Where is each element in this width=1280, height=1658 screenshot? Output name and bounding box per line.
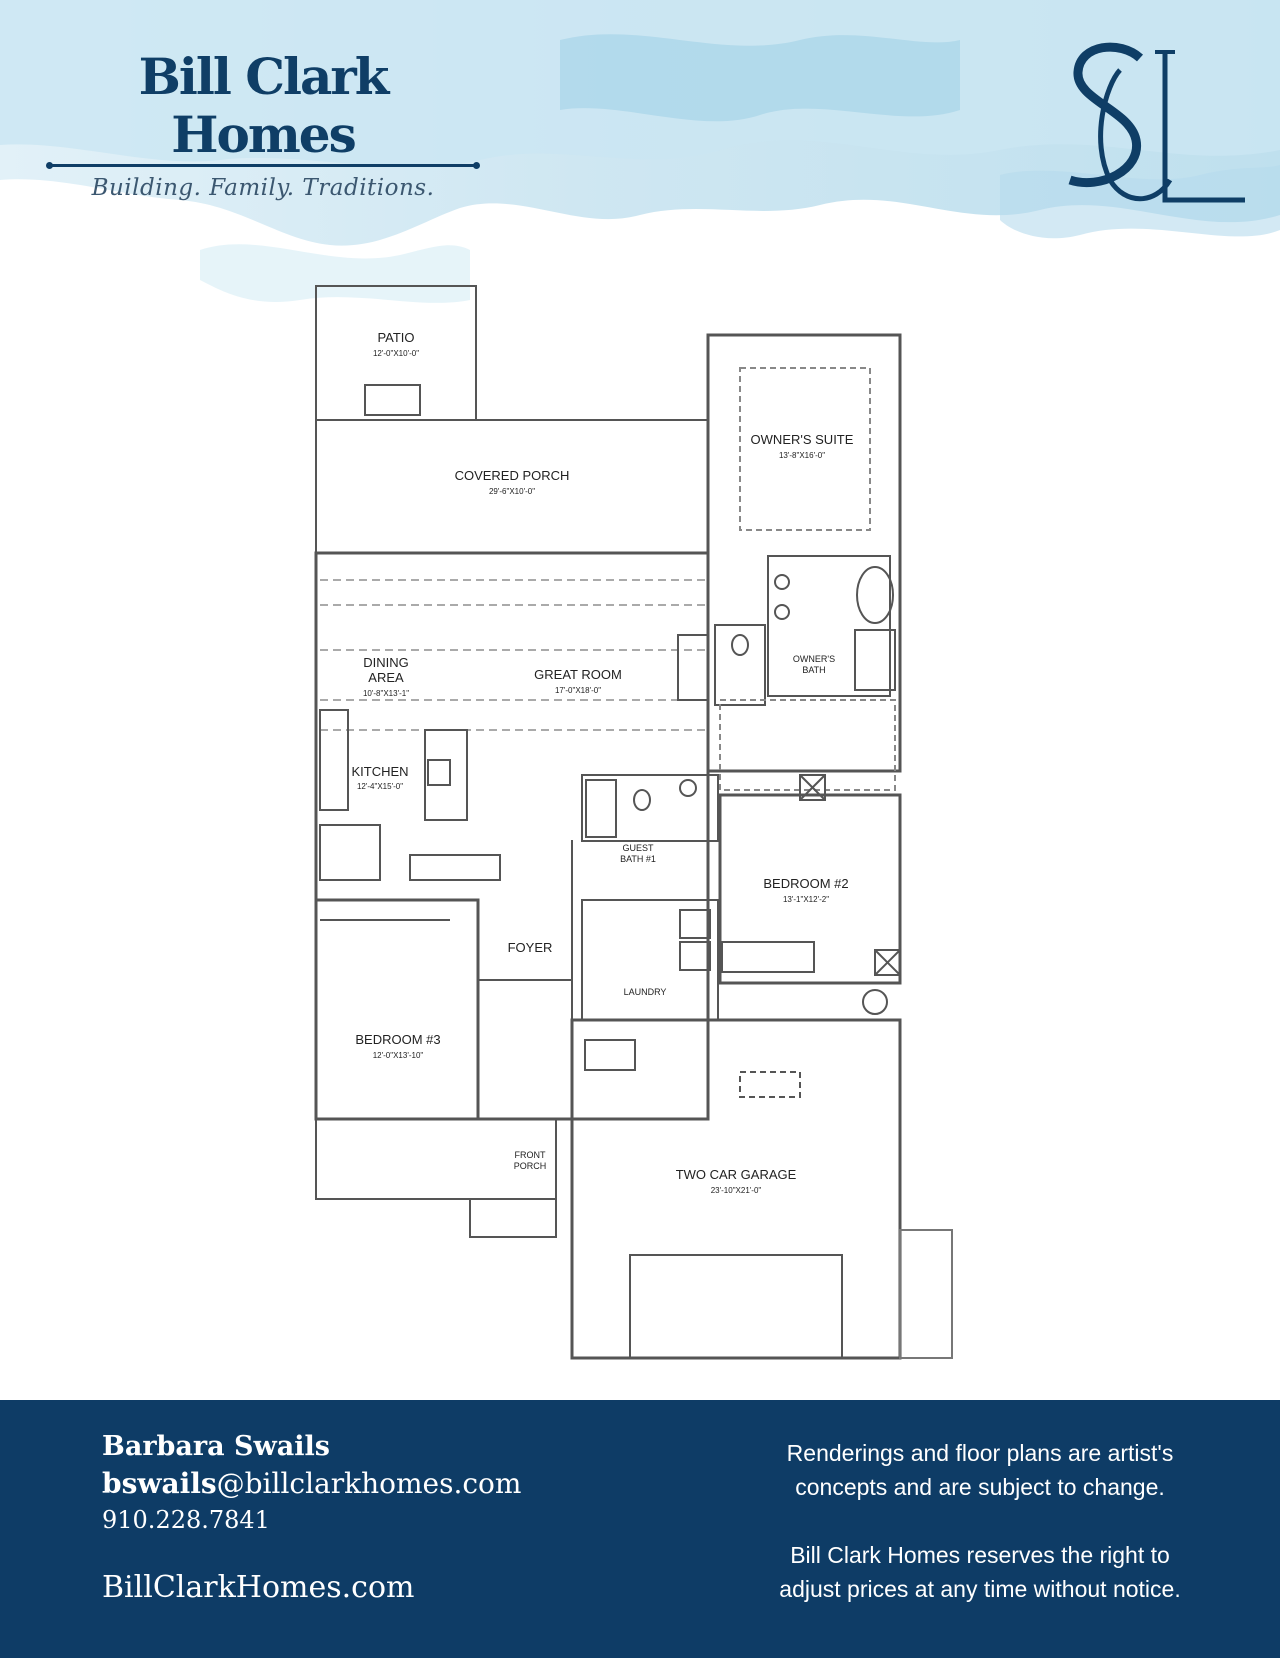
covered-porch-dims: 29'-6"X10'-0" — [489, 487, 535, 496]
great-room-dims: 17'-0"X18'-0" — [555, 686, 601, 695]
patio-label: PATIO — [377, 330, 414, 345]
patio-dims: 12'-0"X10'-0" — [373, 349, 419, 358]
brand-tagline: Building. Family. Traditions. — [91, 175, 435, 201]
agent-phone[interactable]: 910.228.7841 — [102, 1506, 270, 1534]
agent-email[interactable]: bswails@billclarkhomes.com — [102, 1465, 521, 1503]
kitchen-dims: 12'-4"X15'-0" — [357, 782, 403, 791]
watercolor-background — [0, 0, 1280, 303]
laundry-label: LAUNDRY — [624, 987, 667, 997]
brand-underline — [46, 162, 480, 169]
front-porch-label-line1: FRONT — [515, 1150, 546, 1160]
sl-monogram-logo — [1068, 42, 1245, 203]
brand-name: Bill Clark Homes — [138, 47, 390, 164]
kitchen-label: KITCHEN — [351, 764, 408, 779]
garage-dims: 23'-10"X21'-0" — [711, 1186, 762, 1195]
front-porch-label-line2: PORCH — [514, 1161, 547, 1171]
guest-bath-label-line1: GUEST — [622, 843, 654, 853]
owners-suite-label: OWNER'S SUITE — [751, 432, 854, 447]
front-porch-outline — [315, 1118, 557, 1200]
bedroom-3-label: BEDROOM #3 — [355, 1032, 440, 1047]
footer-banner: Barbara Swails bswails@billclarkhomes.co… — [0, 1400, 1280, 1658]
dining-dims: 10'-8"X13'-1" — [363, 689, 409, 698]
owners-bath-label-line1: OWNER'S — [793, 654, 835, 664]
bedroom-3-dims: 12'-0"X13'-10" — [373, 1051, 424, 1060]
dining-label-line2: AREA — [368, 670, 404, 685]
agent-name: Barbara Swails — [102, 1431, 330, 1462]
guest-bath-label-line2: BATH #1 — [620, 854, 656, 864]
bedroom-2-outline — [718, 793, 902, 985]
covered-porch-label: COVERED PORCH — [455, 468, 570, 483]
website-link[interactable]: BillClarkHomes.com — [102, 1570, 415, 1605]
floor-plan: PATIO 12'-0"X10'-0" COVERED PORCH 29'-6"… — [314, 285, 953, 1360]
bedroom-2-dims: 13'-1"X12'-2" — [783, 895, 829, 904]
foyer-label: FOYER — [508, 940, 553, 955]
email-user: bswails — [102, 1467, 217, 1500]
laundry-outline — [581, 899, 719, 1021]
header-banner: Bill Clark Homes Building. Family. Tradi… — [0, 0, 1280, 330]
owners-bath-label-line2: BATH — [802, 665, 825, 675]
email-domain: @billclarkhomes.com — [216, 1467, 522, 1500]
brand-logo: Bill Clark Homes Building. Family. Tradi… — [46, 47, 480, 201]
bedroom-2-label: BEDROOM #2 — [763, 876, 848, 891]
garage-label: TWO CAR GARAGE — [676, 1167, 797, 1182]
great-room-label: GREAT ROOM — [534, 667, 622, 682]
bedroom-3-outline — [314, 898, 480, 1121]
owners-suite-dims: 13'-8"X16'-0" — [779, 451, 825, 460]
dining-label-line1: DINING — [363, 655, 409, 670]
contact-block: Barbara Swails bswails@billclarkhomes.co… — [102, 1428, 521, 1605]
